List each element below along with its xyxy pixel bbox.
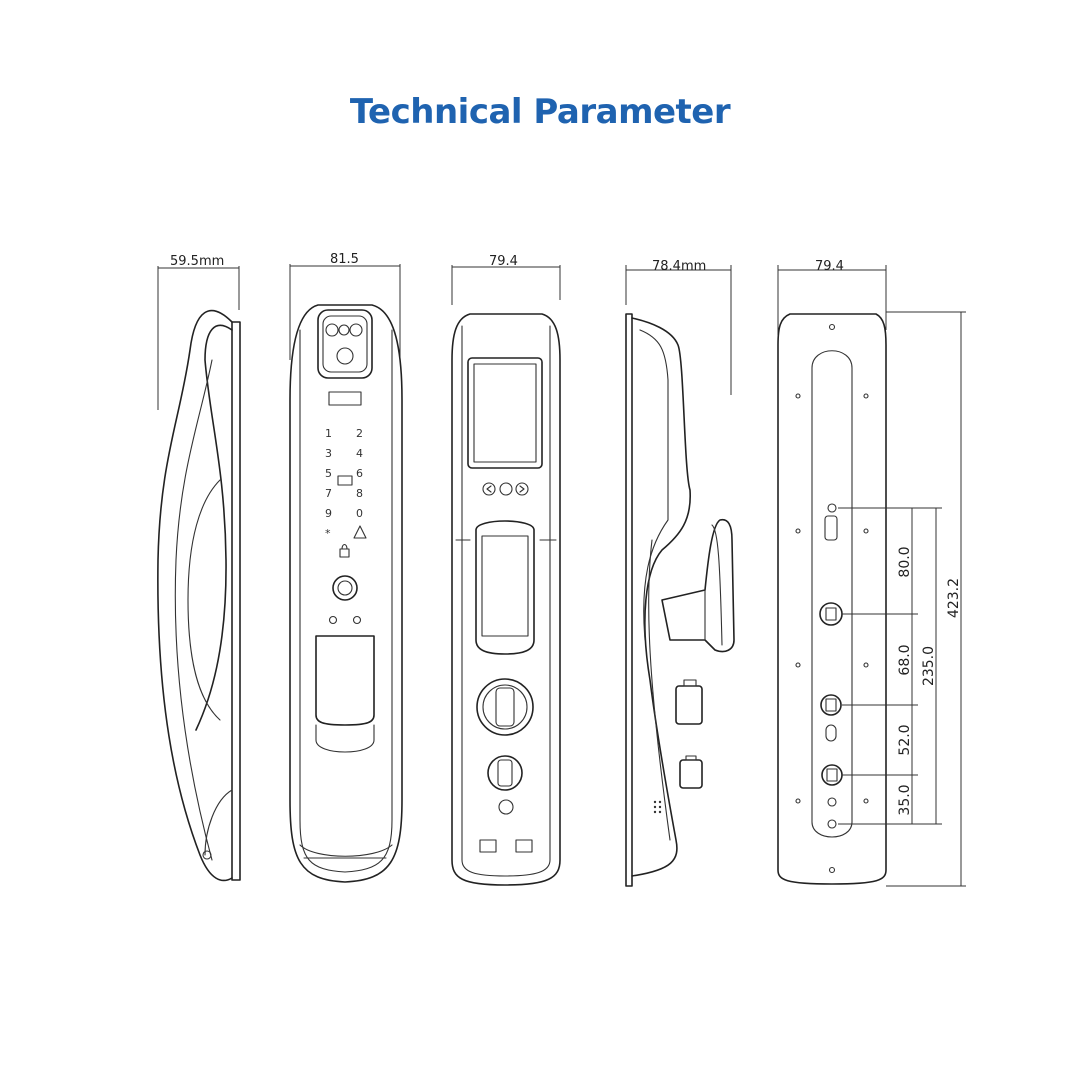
mode-button-right [515, 839, 533, 853]
front-view: 81.5 1 2 3 4 5 6 7 8 9 0 * [289, 252, 403, 883]
dim-segment-3: 52.0 [897, 724, 913, 755]
key-4: 4 [356, 447, 363, 460]
left-arrow-button [482, 482, 496, 496]
ok-button [499, 482, 513, 496]
key-0: 0 [356, 507, 363, 520]
dim-span: 235.0 [921, 646, 937, 686]
key-6: 6 [356, 467, 363, 480]
key-1: 1 [325, 427, 332, 440]
key-9: 9 [325, 507, 332, 520]
dim-segment-1: 80.0 [897, 546, 913, 577]
thumb-turn [476, 678, 534, 736]
fingerprint-sensor [332, 575, 358, 601]
bell-icon [353, 525, 367, 539]
card-icon [337, 475, 353, 486]
side-view-left: 59.5mm [157, 254, 241, 882]
page-title: Technical Parameter [349, 92, 731, 132]
dim-segment-4: 35.0 [897, 784, 913, 815]
right-arrow-button [515, 482, 529, 496]
dim-label-side-left: 59.5mm [170, 254, 224, 269]
dim-segment-2: 68.0 [897, 644, 913, 675]
dim-total-height: 423.2 [946, 578, 962, 618]
dim-label-side-right: 78.4mm [652, 259, 706, 274]
mount-plate-view: 79.4 80.0 68.0 52.0 35.0 235 [777, 259, 966, 887]
dim-label-back: 79.4 [489, 254, 518, 269]
mode-button-left [479, 839, 497, 853]
back-view: 79.4 [451, 254, 561, 886]
key-3: 3 [325, 447, 332, 460]
keypad: 1 2 3 4 5 6 7 8 9 0 * [325, 427, 367, 558]
key-7: 7 [325, 487, 332, 500]
key-2: 2 [356, 427, 363, 440]
side-view-right: 78.4mm [625, 259, 735, 887]
dim-label-plate-width: 79.4 [815, 259, 844, 274]
key-5: 5 [325, 467, 332, 480]
key-8: 8 [356, 487, 363, 500]
display-screen [467, 357, 543, 469]
lock-icon [339, 548, 350, 558]
key-star: * [325, 527, 331, 540]
dim-label-front: 81.5 [330, 252, 359, 267]
